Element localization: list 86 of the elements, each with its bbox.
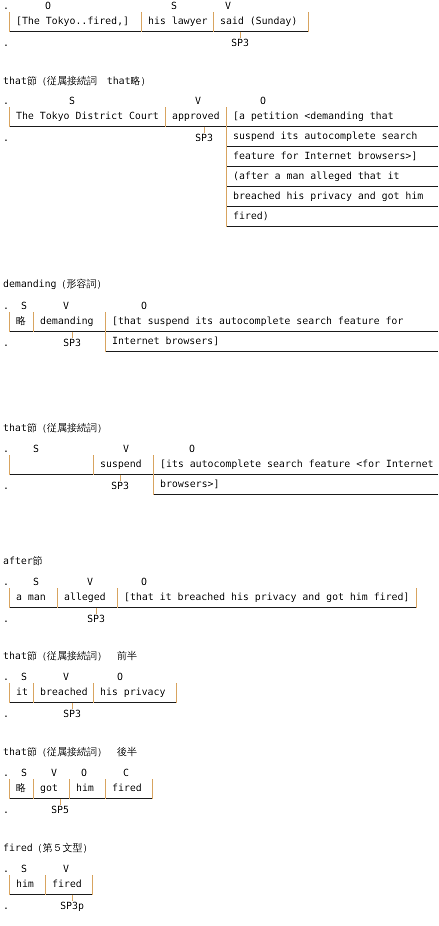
phrase-cell: 略	[9, 779, 33, 799]
phrase-cell: got	[33, 779, 69, 799]
role-letter: O	[141, 578, 147, 588]
role-letter: S	[21, 865, 27, 875]
role-letter: S	[21, 769, 27, 779]
phrase-cell: breached	[33, 683, 93, 703]
phrase-cell: it	[9, 683, 33, 703]
dot: .	[3, 578, 9, 588]
role-letter: S	[21, 302, 27, 312]
pattern-label: SP3	[63, 338, 81, 350]
role-letter: S	[171, 2, 177, 12]
phrase-cell: said (Sunday)	[213, 12, 309, 32]
tick-line	[96, 608, 97, 614]
role-letter: V	[87, 578, 93, 588]
tick-line	[60, 798, 61, 806]
role-letter: O	[189, 445, 195, 455]
dot: .	[3, 806, 9, 816]
phrase-cell: fired	[105, 779, 153, 799]
dot: .	[3, 339, 9, 349]
tick-line	[72, 332, 73, 338]
pattern-label: SP3p	[60, 901, 84, 913]
role-letter: V	[63, 865, 69, 875]
role-letter: C	[123, 769, 129, 779]
phrase-cell: him	[69, 779, 105, 799]
phrase-cell: [its autocomplete search feature <for Internet browsers>]	[153, 455, 438, 495]
tick-line	[72, 894, 73, 902]
role-letter: V	[63, 302, 69, 312]
phrase-cell: suspend	[93, 455, 153, 475]
section-heading: fired（第５文型）	[3, 842, 93, 856]
pattern-label: SP5	[51, 805, 69, 817]
phrase-cell: [that it breached his privacy and got him fired]	[117, 588, 417, 608]
role-letter: V	[51, 769, 57, 779]
tick-line	[204, 126, 205, 134]
phrase-cell: alleged	[57, 588, 117, 608]
pattern-label: SP3	[87, 614, 105, 626]
pattern-label: SP3	[111, 481, 129, 493]
role-letter: S	[21, 673, 27, 683]
role-letter: V	[123, 445, 129, 455]
phrase-cell: him	[9, 875, 45, 895]
role-letter: S	[33, 445, 39, 455]
dot: .	[3, 710, 9, 720]
role-letter: V	[195, 97, 201, 107]
dot: .	[3, 2, 9, 12]
role-letter: O	[260, 97, 266, 107]
dot: .	[3, 39, 9, 49]
tick-line	[120, 474, 121, 482]
phrase-cell: The Tokyo District Court	[9, 107, 165, 127]
role-letter: S	[69, 97, 75, 107]
role-letter: O	[81, 769, 87, 779]
section-heading: that節（従属接続詞 that略）	[3, 75, 151, 89]
dot: .	[3, 445, 9, 455]
dot: .	[3, 134, 9, 144]
pattern-label: SP3	[231, 38, 249, 50]
dot: .	[3, 902, 9, 912]
role-letter: O	[45, 2, 51, 12]
section-heading: that節（従属接続詞）	[3, 422, 107, 436]
phrase-cell: a man	[9, 588, 57, 608]
tick-line	[72, 702, 73, 710]
dot: .	[3, 97, 9, 107]
role-letter: V	[63, 673, 69, 683]
dot: .	[3, 865, 9, 875]
tick-line	[240, 32, 241, 38]
phrase-cell: demanding	[33, 312, 105, 332]
role-letter: S	[33, 578, 39, 588]
phrase-cell: [a petition <demanding that suspend its autocomplete search feature for Internet browsers>] (after a man alleged that it breached his privacy and got him fired)	[226, 107, 438, 227]
phrase-cell: his privacy	[93, 683, 177, 703]
pattern-label: SP3	[63, 709, 81, 721]
section-heading: that節（従属接続詞） 前半	[3, 650, 137, 664]
dot: .	[3, 769, 9, 779]
role-letter: O	[141, 302, 147, 312]
phrase-cell: [The Tokyo..fired,]	[9, 12, 141, 32]
phrase-cell: fired	[45, 875, 93, 895]
dot: .	[3, 302, 9, 312]
dot: .	[3, 615, 9, 625]
section-heading: that節（従属接続詞） 後半	[3, 746, 137, 760]
phrase-cell: [that suspend its autocomplete search feature for Internet browsers]	[105, 312, 438, 352]
pattern-label: SP3	[195, 133, 213, 145]
dot: .	[3, 673, 9, 683]
section-heading: demanding（形容詞）	[3, 278, 107, 292]
role-letter: V	[225, 2, 231, 12]
section-heading: after節	[3, 555, 43, 569]
phrase-cell: his lawyer	[141, 12, 213, 32]
role-letter: O	[117, 673, 123, 683]
phrase-cell: approved	[165, 107, 226, 127]
dot: .	[3, 482, 9, 492]
phrase-cell: 略	[9, 312, 33, 332]
